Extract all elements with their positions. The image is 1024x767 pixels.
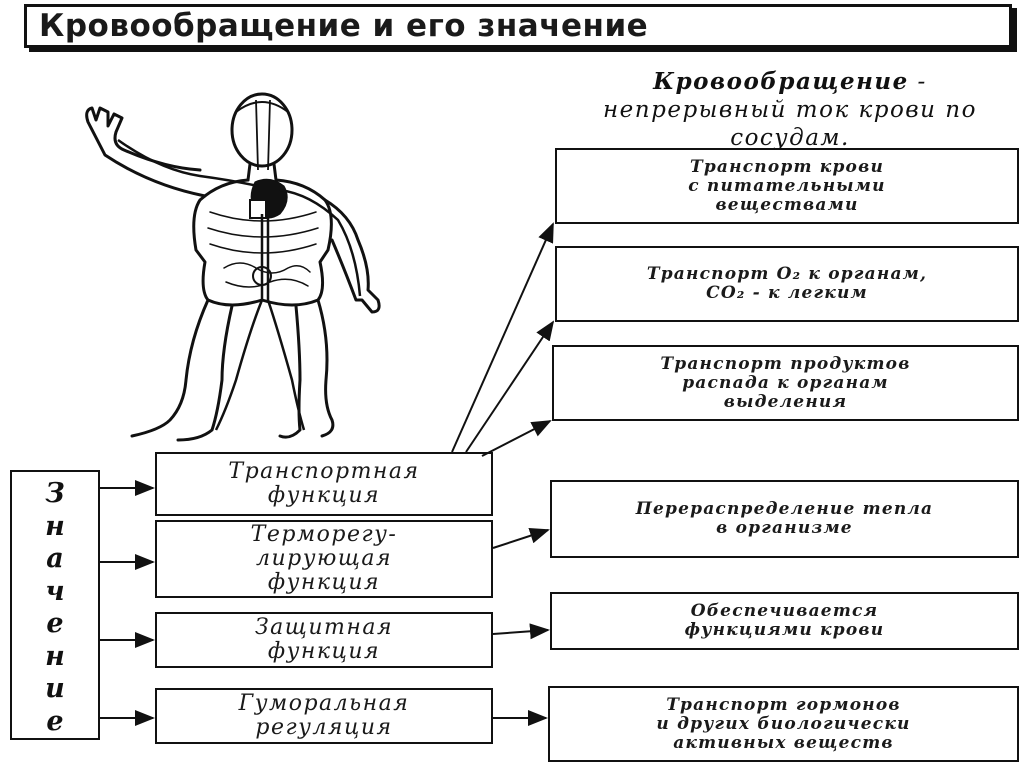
result-gas-transport: Транспорт O₂ к органам, CO₂ - к легким — [555, 246, 1019, 322]
side-label-box: Значение — [10, 470, 100, 740]
function-humoral: Гуморальная регуляция — [155, 688, 493, 744]
function-transport: Транспортная функция — [155, 452, 493, 516]
arrow-transport-nutrients — [451, 222, 554, 453]
result-waste-transport: Транспорт продуктов распада к органам вы… — [552, 345, 1019, 421]
definition-text: Кровообращение - непрерывный ток крови п… — [560, 68, 1020, 152]
result-heat-redistribution: Перераспределение тепла в организме — [550, 480, 1019, 558]
arrow-transport-gases — [465, 320, 555, 453]
definition-body: - непрерывный ток крови по сосудам. — [603, 69, 977, 151]
definition-term: Кровообращение — [653, 68, 909, 95]
function-protective: Защитная функция — [155, 612, 493, 668]
arrow-transport-waste — [481, 420, 552, 457]
arrow-thermo-heat — [492, 527, 550, 549]
side-label: Значение — [45, 478, 65, 737]
figure-head — [230, 92, 294, 168]
function-thermoregulation: Терморегу- лирующая функция — [155, 520, 493, 598]
result-nutrient-transport: Транспорт крови с питательными веществам… — [555, 148, 1019, 224]
arrow-protective-blood — [492, 623, 550, 640]
result-hormone-transport: Транспорт гормонов и других биологически… — [548, 686, 1019, 762]
result-blood-functions: Обеспечивается функциями крови — [550, 592, 1019, 650]
page-title: Кровообращение и его значение — [24, 4, 1012, 48]
